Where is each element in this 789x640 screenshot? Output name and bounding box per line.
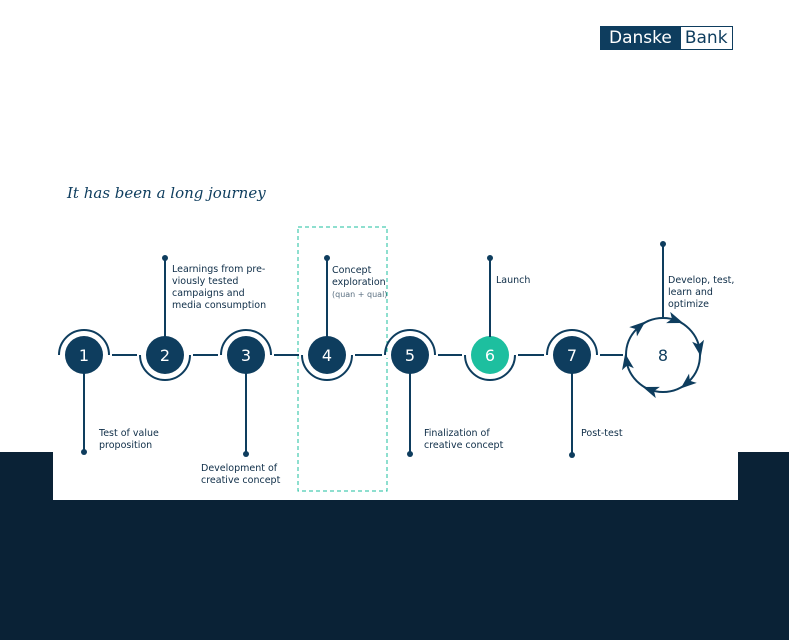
cycle-arrows bbox=[622, 311, 704, 399]
line-gap bbox=[623, 352, 703, 358]
step-7-circle bbox=[553, 336, 591, 374]
step-2-circle bbox=[146, 336, 184, 374]
step-8-label: Develop, test, learn and optimize bbox=[668, 275, 735, 310]
step-4-number: 4 bbox=[322, 346, 332, 365]
step-5-label: Finalization of creative concept bbox=[424, 428, 504, 451]
step-4-sublabel: (quan + qual) bbox=[332, 290, 388, 299]
step-6-label: Launch bbox=[496, 275, 531, 286]
step-1-label: Test of value proposition bbox=[99, 428, 159, 451]
step-2-connector-dot bbox=[162, 255, 168, 261]
slide bbox=[53, 0, 738, 500]
step-8-number: 8 bbox=[658, 346, 668, 365]
step-ring-arc bbox=[464, 354, 516, 381]
step-ring-arc bbox=[139, 354, 191, 381]
step-4-highlight-box bbox=[297, 226, 388, 492]
step-6-number: 6 bbox=[485, 346, 495, 365]
step-2-label: Learnings from pre-viously tested campai… bbox=[172, 264, 267, 311]
step-4-label: Concept exploration (quan + qual) bbox=[332, 265, 392, 301]
logo-part-2: Bank bbox=[679, 26, 733, 50]
step-7-label: Post-test bbox=[581, 428, 623, 439]
step-3-label: Development of creative concept bbox=[201, 463, 281, 486]
danske-bank-logo: Danske Bank bbox=[600, 26, 733, 50]
step-7-connector-dot bbox=[569, 452, 575, 458]
step-4-circle bbox=[308, 336, 346, 374]
step-1-number: 1 bbox=[79, 346, 89, 365]
step-1-connector-dot bbox=[81, 449, 87, 455]
step-5-circle bbox=[391, 336, 429, 374]
step-6-connector-dot bbox=[487, 255, 493, 261]
step-6-circle bbox=[471, 336, 509, 374]
step-3-number: 3 bbox=[241, 346, 251, 365]
step-ring-arc bbox=[546, 329, 598, 356]
step-ring-arc bbox=[301, 354, 353, 381]
step-2-number: 2 bbox=[160, 346, 170, 365]
step-ring-arc bbox=[384, 329, 436, 356]
step-ring-arc bbox=[220, 329, 272, 356]
logo-part-1: Danske bbox=[600, 26, 680, 50]
step-7-number: 7 bbox=[567, 346, 577, 365]
cycle-arrow-icon bbox=[642, 386, 660, 399]
step-ring-arc bbox=[58, 329, 110, 356]
step-4-connector-dot bbox=[324, 255, 330, 261]
cycle-arrow-icon bbox=[692, 339, 704, 357]
cycle-arrow-icon bbox=[622, 353, 634, 371]
cycle-arrow-icon bbox=[666, 311, 684, 324]
step-5-number: 5 bbox=[405, 346, 415, 365]
step-1-circle bbox=[65, 336, 103, 374]
step-circles: 1 2 3 4 5 6 7 8 bbox=[56, 329, 703, 381]
step-8-connector-dot bbox=[660, 241, 666, 247]
cycle-arrow-icon bbox=[629, 321, 646, 337]
step-3-connector-dot bbox=[243, 451, 249, 457]
step-5-connector-dot bbox=[407, 451, 413, 457]
step-3-circle bbox=[227, 336, 265, 374]
step-connectors bbox=[81, 241, 666, 458]
step-4-label-text: Concept exploration bbox=[332, 265, 386, 288]
page-title: It has been a long journey bbox=[67, 184, 266, 202]
cycle-arrow-icon bbox=[680, 373, 697, 389]
